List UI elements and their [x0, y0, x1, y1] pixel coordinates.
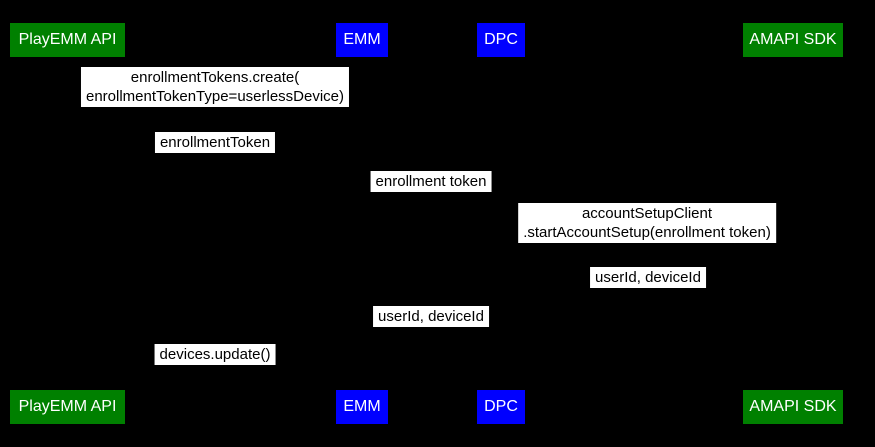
message-userid-deviceid-to-emm: userId, deviceId [373, 306, 489, 327]
message-line: userId, deviceId [595, 269, 701, 286]
actor-label: AMAPI SDK [749, 31, 837, 48]
message-enrollment-token-return: enrollmentToken [154, 132, 276, 153]
lifeline-amapi-sdk [793, 57, 794, 390]
actor-label: PlayEMM API [18, 398, 117, 415]
actor-amapi-sdk-top: AMAPI SDK [743, 23, 843, 57]
message-line: enrollmentTokenType=userlessDevice) [85, 88, 345, 105]
message-line: enrollmentToken [159, 134, 271, 151]
actor-label: EMM [343, 31, 381, 48]
lifeline-playemm-api [67, 57, 68, 390]
lifeline-emm [362, 57, 363, 390]
lifeline-dpc [501, 57, 502, 390]
actor-label: AMAPI SDK [749, 398, 837, 415]
message-line: devices.update() [159, 346, 271, 363]
message-line: .startAccountSetup(enrollment token) [523, 224, 771, 241]
message-devices-update: devices.update() [154, 344, 276, 365]
message-line: enrollmentTokens.create( [130, 69, 300, 86]
actor-playemm-api-top: PlayEMM API [10, 23, 125, 57]
actor-emm-bottom: EMM [336, 390, 388, 424]
actor-label: DPC [484, 31, 518, 48]
actor-playemm-api-bottom: PlayEMM API [10, 390, 125, 424]
message-line: userId, deviceId [378, 308, 484, 325]
actor-label: PlayEMM API [18, 31, 117, 48]
message-userid-deviceid-to-dpc: userId, deviceId [590, 267, 706, 288]
actor-label: DPC [484, 398, 518, 415]
actor-amapi-sdk-bottom: AMAPI SDK [743, 390, 843, 424]
message-start-account-setup: accountSetupClient .startAccountSetup(en… [518, 203, 776, 243]
actor-dpc-top: DPC [477, 23, 525, 57]
actor-emm-top: EMM [336, 23, 388, 57]
actor-label: EMM [343, 398, 381, 415]
actor-dpc-bottom: DPC [477, 390, 525, 424]
message-line: accountSetupClient [581, 205, 713, 222]
message-enrollment-tokens-create: enrollmentTokens.create( enrollmentToken… [80, 67, 350, 107]
message-line: enrollment token [375, 173, 487, 190]
message-enrollment-token-to-dpc: enrollment token [370, 171, 492, 192]
